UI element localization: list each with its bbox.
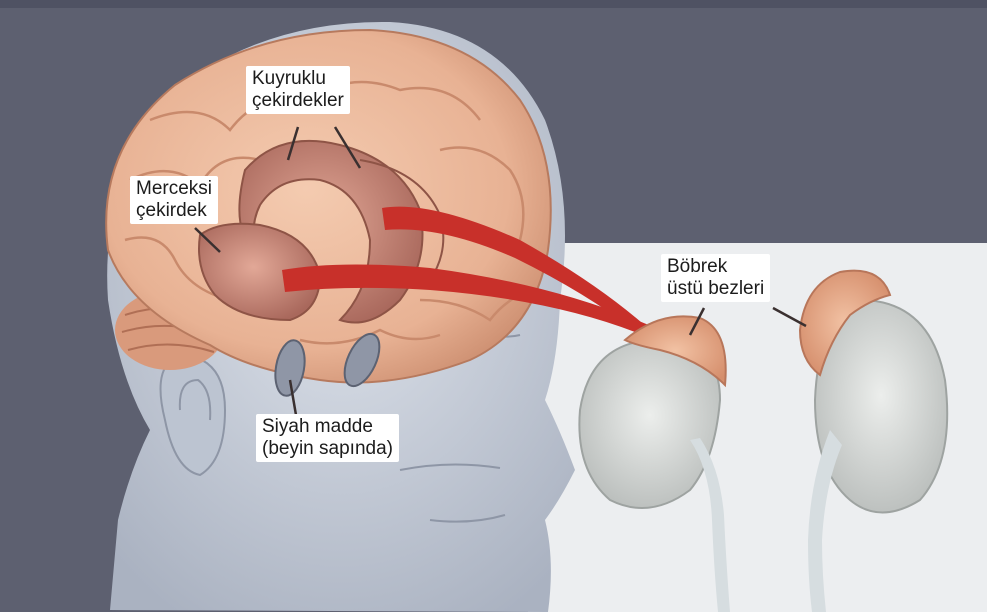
label-adrenal-glands: Böbrek üstü bezleri bbox=[661, 254, 770, 302]
label-caudate-nuclei: Kuyruklu çekirdekler bbox=[246, 66, 350, 114]
background-top-stripe bbox=[0, 0, 987, 8]
label-lentiform-nucleus: Merceksi çekirdek bbox=[130, 176, 218, 224]
label-substantia-nigra: Siyah madde (beyin sapında) bbox=[256, 414, 399, 462]
